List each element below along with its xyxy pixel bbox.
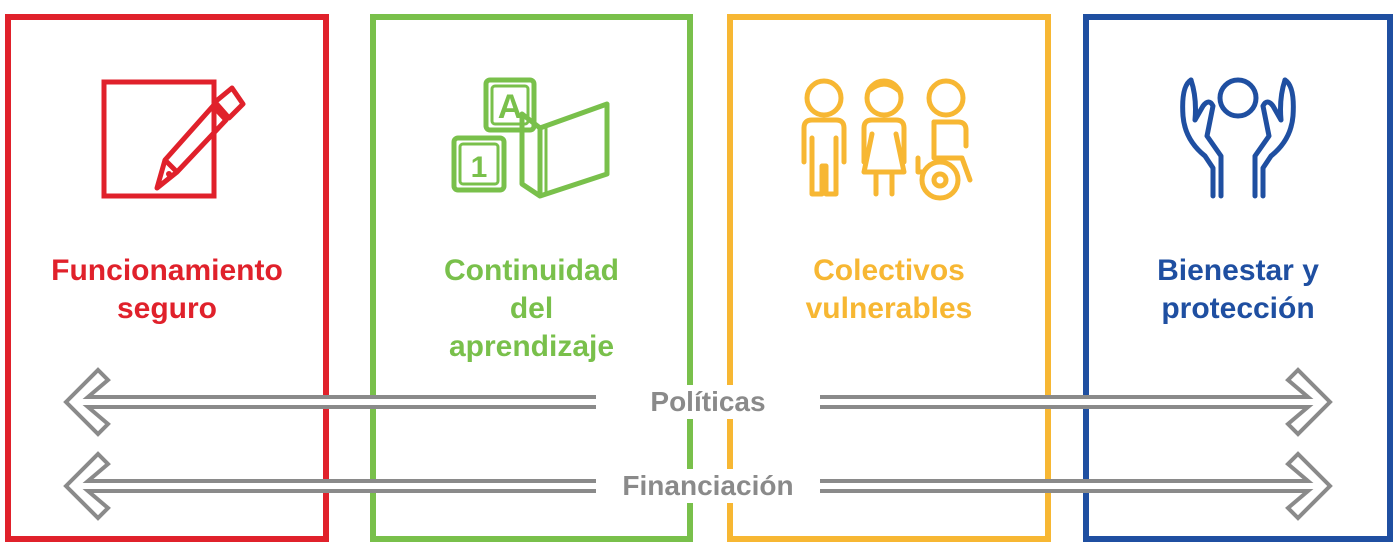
pen-paper-icon: [101, 79, 246, 199]
pillar-title-line: Colectivos: [813, 254, 965, 287]
pillar-title-line: seguro: [116, 292, 218, 325]
pillar-title-line: Funcionamiento: [51, 254, 283, 287]
pillar-title-line: Continuidad: [444, 254, 619, 287]
pillar-title-line: del: [509, 292, 554, 325]
pillar-title: Colectivos vulnerables: [733, 252, 1045, 328]
pillar-wellbeing-protection: Bienestar y protección: [1083, 14, 1393, 542]
pillar-title: Funcionamiento seguro: [11, 252, 323, 328]
pillar-title-line: Bienestar y: [1157, 254, 1319, 287]
pillar-title-line: aprendizaje: [448, 330, 615, 363]
blocks-book-icon: A 1: [451, 77, 609, 199]
pillar-title-line: protección: [1161, 292, 1315, 325]
pillar-safe-operation: Funcionamiento seguro: [5, 14, 329, 542]
svg-text:A: A: [497, 88, 522, 126]
svg-text:1: 1: [470, 151, 487, 184]
pillar-vulnerable-groups: Colectivos vulnerables: [727, 14, 1051, 542]
pillar-title: Bienestar y protección: [1089, 252, 1387, 328]
children-wheelchair-icon: [801, 78, 973, 201]
pillar-title: Continuidad del aprendizaje: [376, 252, 687, 366]
hands-protecting-icon: [1180, 77, 1296, 199]
policies-label: Políticas: [596, 385, 820, 419]
pillar-learning-continuity: A 1 Continuidad del aprendizaje: [370, 14, 693, 542]
funding-label: Financiación: [596, 469, 820, 503]
pillar-title-line: vulnerables: [805, 292, 973, 325]
